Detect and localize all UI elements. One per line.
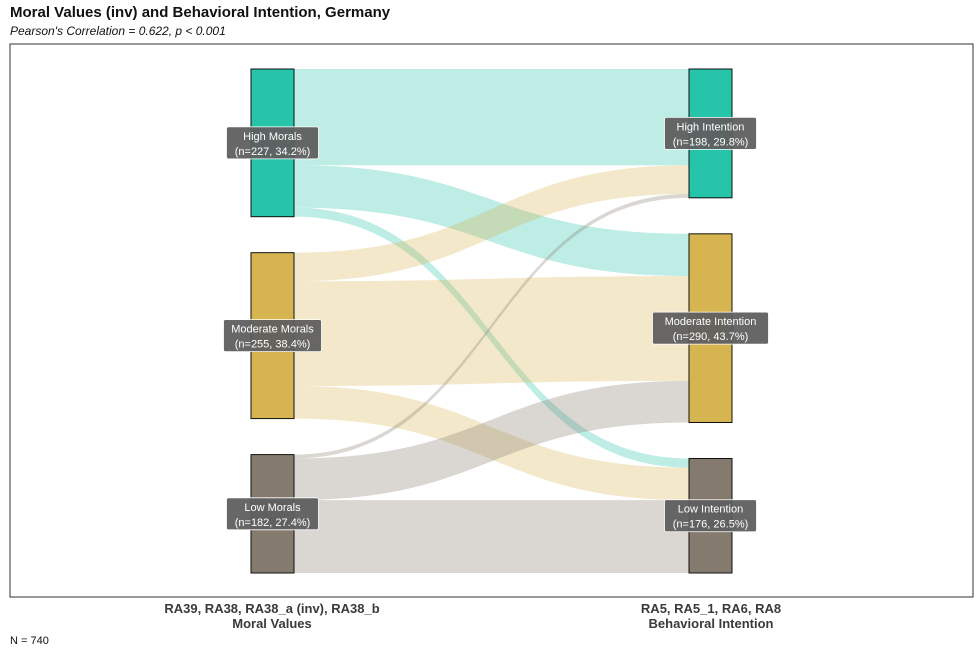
axis-label-moral-values: RA39, RA38, RA38_a (inv), RA38_b Moral V… [112,601,432,631]
source-node-name-low: Low Morals [244,502,301,514]
target-node-label-low: Low Intention (n=176, 26.5%) [664,499,757,533]
target-node-name-high: High Intention [677,121,745,133]
target-node-name-moderate: Moderate Intention [665,316,757,328]
chart-subtitle: Pearson's Correlation = 0.622, p < 0.001 [10,24,226,38]
source-node-count-high: (n=227, 34.2%) [235,146,311,158]
target-node-label-box-high [664,117,757,150]
flow-high-to-low [294,207,689,468]
flow-high-to-high [294,69,689,166]
source-node-label-moderate: Moderate Morals (n=255, 38.4%) [223,319,322,353]
flow-low-to-low [294,500,689,573]
axis-label-moral-values-name: Moral Values [232,616,312,631]
target-node-count-moderate: (n=290, 43.7%) [673,331,749,343]
target-node-count-high: (n=198, 29.8%) [673,136,749,148]
target-node-label-moderate: Moderate Intention (n=290, 43.7%) [652,311,769,345]
source-node-label-box-moderate [223,319,322,353]
target-node-label-box-moderate [652,311,769,345]
source-node-count-moderate: (n=255, 38.4%) [235,339,311,351]
chart-title: Moral Values (inv) and Behavioral Intent… [10,4,391,21]
source-node-label-box-low [226,497,319,531]
flow-high-to-moderate [294,165,689,277]
source-node-name-moderate: Moderate Morals [231,324,314,336]
source-node-label-high: High Morals (n=227, 34.2%) [226,126,319,160]
source-node-label-low: Low Morals (n=182, 27.4%) [226,497,319,531]
axis-label-moral-values-items: RA39, RA38, RA38_a (inv), RA38_b [164,601,380,616]
flow-moderate-to-high [294,165,689,282]
target-node-label-box-low [664,499,757,533]
sample-size-note: N = 740 [10,635,49,647]
axis-label-behavioral-intention: RA5, RA5_1, RA6, RA8 Behavioral Intentio… [551,601,871,631]
source-node-name-high: High Morals [243,131,302,143]
source-node-label-box-high [226,126,319,160]
target-node-count-low: (n=176, 26.5%) [673,519,749,531]
source-node-count-low: (n=182, 27.4%) [235,517,311,529]
flow-moderate-to-low [294,386,689,501]
axis-label-behavioral-intention-items: RA5, RA5_1, RA6, RA8 [640,601,782,616]
flows-layer [294,69,689,573]
flow-low-to-high [294,193,689,459]
labels-layer: High Morals (n=227, 34.2%) Moderate Morals… [223,117,769,533]
target-node-label-high: High Intention (n=198, 29.8%) [664,117,757,150]
flow-moderate-to-moderate [294,276,689,387]
plot-panel [9,43,974,598]
flow-low-to-moderate [294,380,689,501]
axis-label-behavioral-intention-name: Behavioral Intention [648,616,774,631]
target-node-name-low: Low Intention [678,504,743,516]
